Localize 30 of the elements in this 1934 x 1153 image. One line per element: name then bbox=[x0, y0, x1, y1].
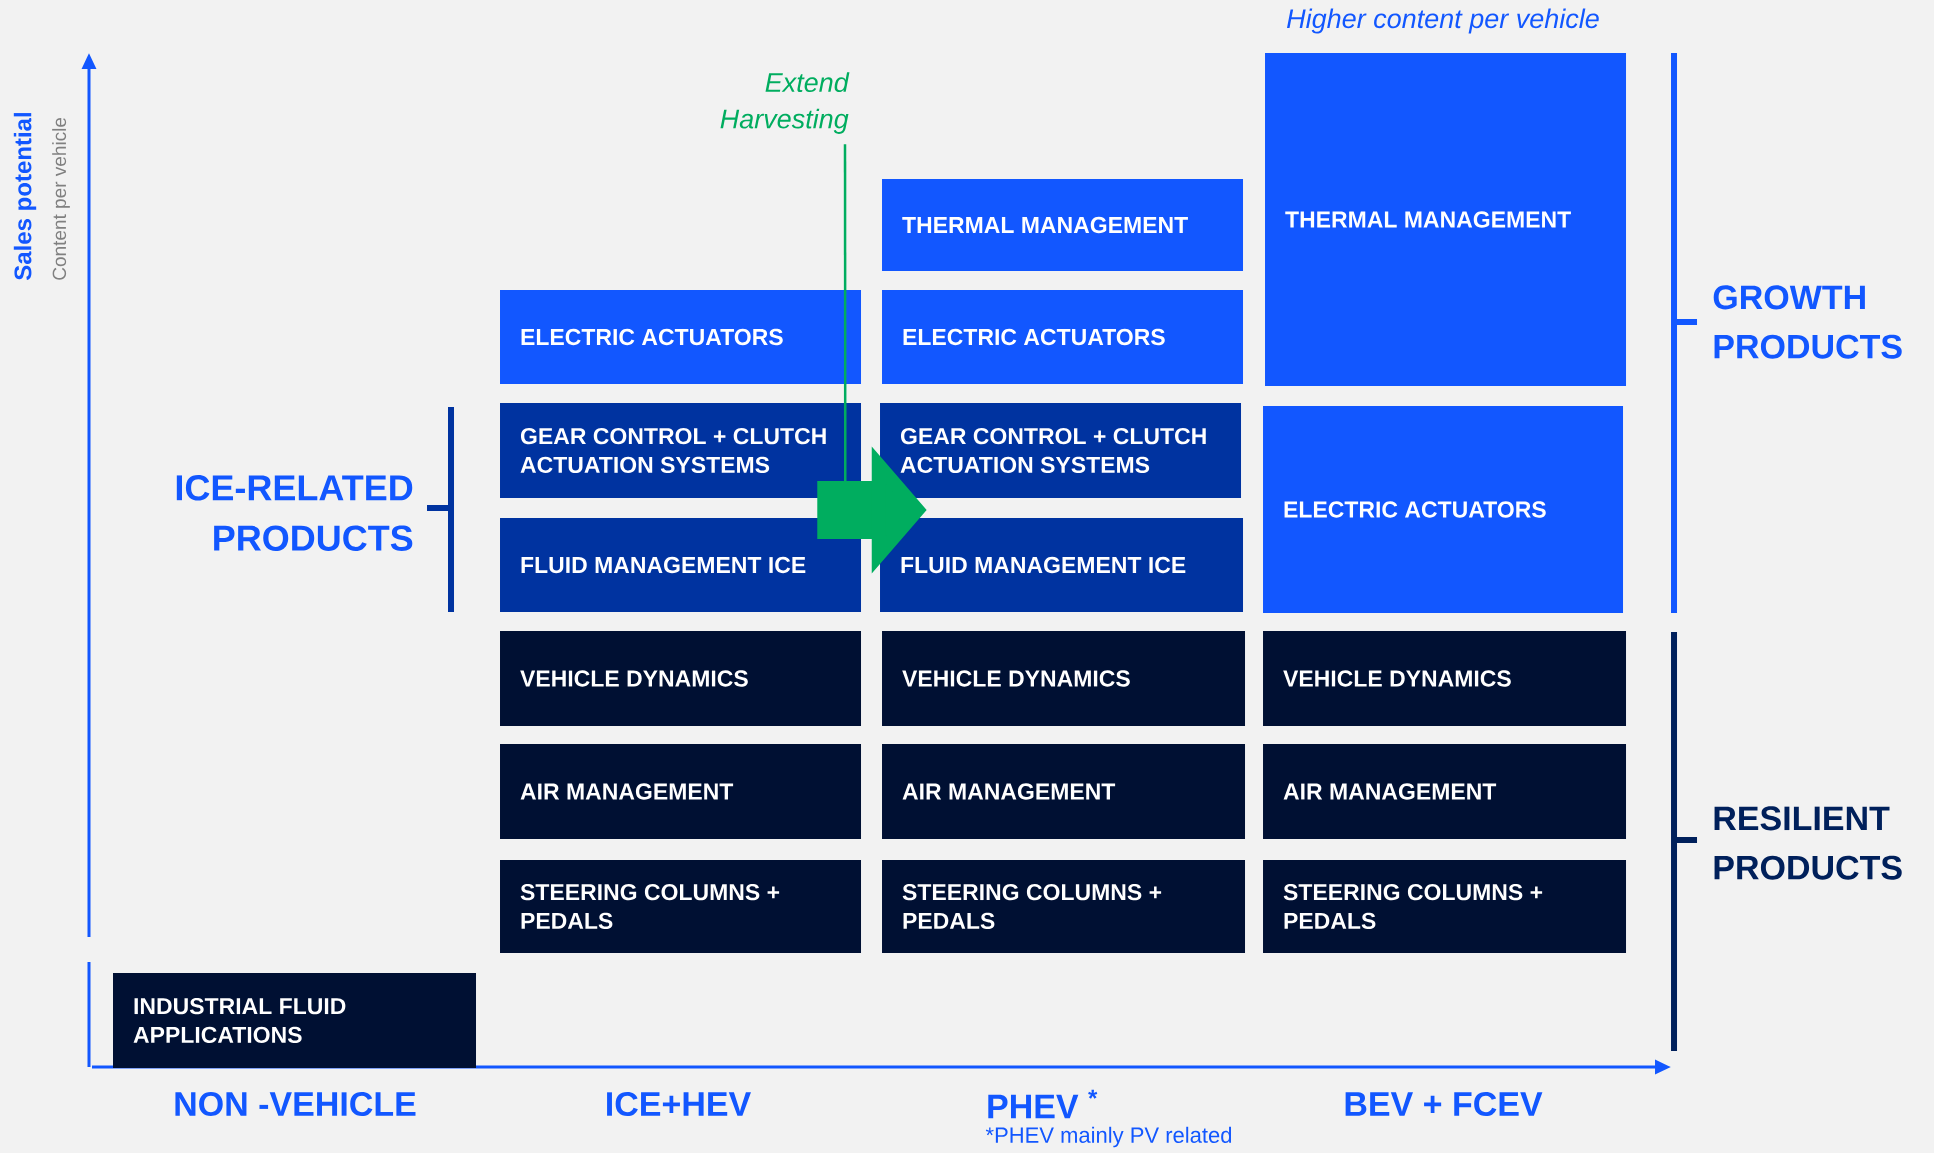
product-box: AIR MANAGEMENT bbox=[882, 744, 1245, 839]
category-label: ICE+HEV bbox=[607, 1092, 751, 1117]
product-box: STEERING COLUMNS + PEDALS bbox=[1263, 860, 1626, 953]
category-label: PHEV $^{*}$ bbox=[988, 1089, 1098, 1119]
axis-label: Content per vehicle bbox=[52, 117, 70, 280]
product-box: AIR MANAGEMENT bbox=[500, 744, 861, 839]
product-box: AIR MANAGEMENT bbox=[1263, 744, 1626, 839]
product-box: FLUID MANAGEMENT ICE bbox=[500, 518, 861, 612]
product-box: GEAR CONTROL + CLUTCH ACTUATION SYSTEMS bbox=[880, 403, 1241, 498]
product-box: STEERING COLUMNS + PEDALS bbox=[882, 860, 1245, 953]
product-box: ELECTRIC ACTUATORS bbox=[1263, 406, 1623, 613]
group-label: RESILIENT PRODUCTS bbox=[1714, 806, 1902, 880]
footnote: *PHEV mainly PV related bbox=[985, 1126, 1232, 1148]
annotation-text: Extend Harvesting bbox=[720, 72, 850, 134]
group-label: ICE-RELATED PRODUCTS bbox=[176, 475, 413, 551]
group-label: GROWTH PRODUCTS bbox=[1713, 285, 1902, 359]
product-box: ELECTRIC ACTUATORS bbox=[882, 290, 1243, 384]
axis-title: Sales potential bbox=[13, 113, 37, 281]
product-box: VEHICLE DYNAMICS bbox=[882, 631, 1245, 726]
product-box: VEHICLE DYNAMICS bbox=[500, 631, 861, 726]
product-box: INDUSTRIAL FLUID APPLICATIONS bbox=[113, 973, 476, 1068]
product-box: THERMAL MANAGEMENT bbox=[882, 179, 1243, 271]
category-label: BEV + FCEV bbox=[1345, 1092, 1543, 1117]
product-box: THERMAL MANAGEMENT bbox=[1265, 53, 1626, 386]
product-box: GEAR CONTROL + CLUTCH ACTUATION SYSTEMS bbox=[500, 403, 861, 498]
leader-line bbox=[843, 144, 847, 482]
product-box: STEERING COLUMNS + PEDALS bbox=[500, 860, 861, 953]
product-box: FLUID MANAGEMENT ICE bbox=[880, 518, 1243, 612]
product-box: ELECTRIC ACTUATORS bbox=[500, 290, 861, 384]
product-box: VEHICLE DYNAMICS bbox=[1263, 631, 1626, 726]
